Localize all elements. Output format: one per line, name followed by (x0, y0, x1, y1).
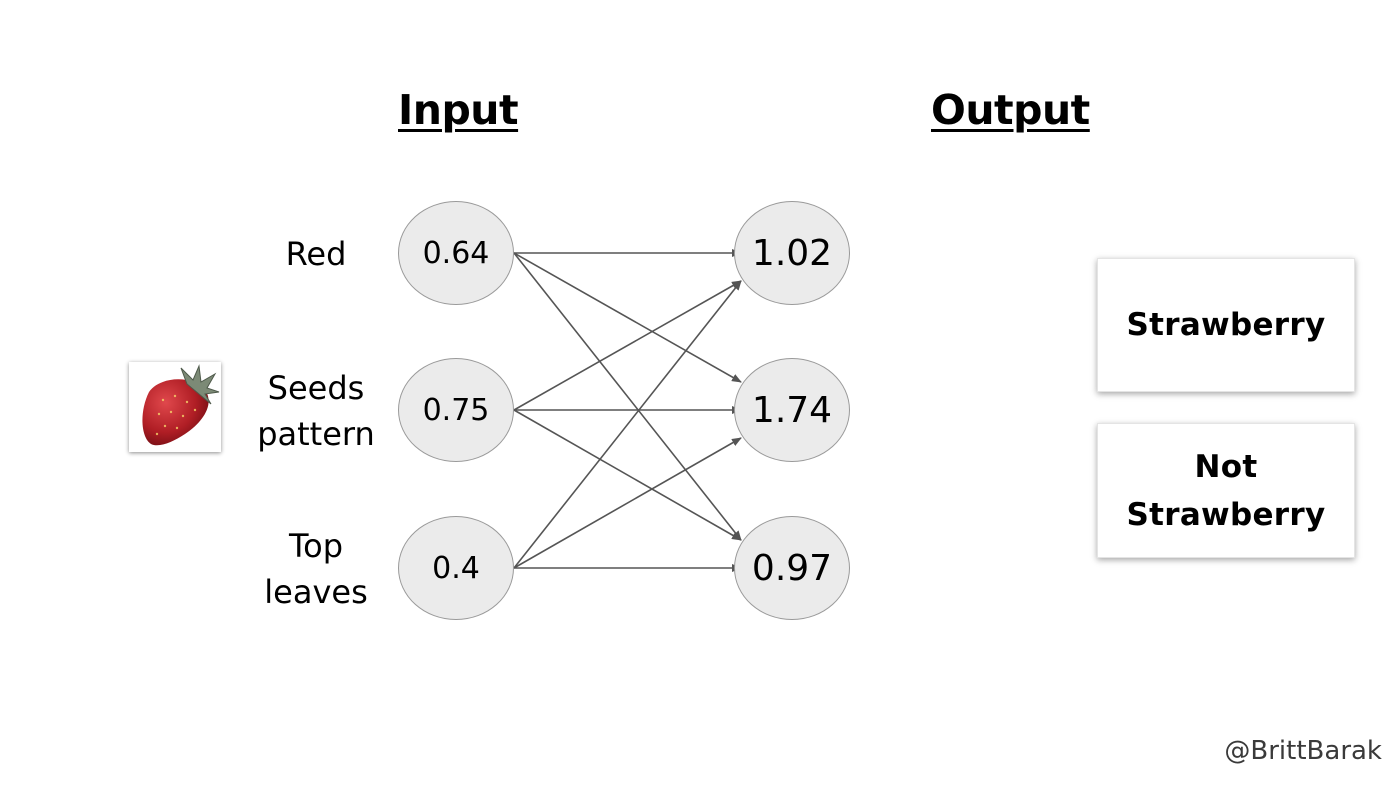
input-heading: Input (398, 86, 519, 134)
class-label-strawberry: Strawberry (1126, 307, 1326, 343)
output-heading: Output (931, 86, 1090, 134)
class-box-strawberry: Strawberry (1097, 258, 1355, 392)
output-node-3: 0.97 (734, 516, 850, 620)
feature-label-red: Red (285, 235, 347, 273)
edge-top-leaves-to-output-2 (513, 437, 742, 569)
edge-red-to-output-2 (513, 252, 742, 383)
feature-label-seeds-pattern: Seeds pattern (257, 369, 375, 453)
edge-red-to-output-3 (513, 252, 742, 541)
class-box-not-strawberry: Not Strawberry (1097, 423, 1355, 558)
edge-seeds-pattern-to-output-1 (513, 280, 742, 411)
output-node-2: 1.74 (734, 358, 850, 462)
edge-top-leaves-to-output-1 (513, 280, 742, 569)
input-node-top-leaves: 0.4 (398, 516, 514, 620)
input-node-red: 0.64 (398, 201, 514, 305)
output-node-1: 1.02 (734, 201, 850, 305)
class-label-not-strawberry: Not Strawberry (1126, 448, 1326, 533)
input-node-seeds-pattern: 0.75 (398, 358, 514, 462)
author-credit: @BrittBarak (1224, 736, 1382, 766)
strawberry-image (129, 362, 221, 452)
feature-label-top-leaves: Top leaves (264, 527, 368, 611)
edge-seeds-pattern-to-output-3 (513, 409, 742, 541)
